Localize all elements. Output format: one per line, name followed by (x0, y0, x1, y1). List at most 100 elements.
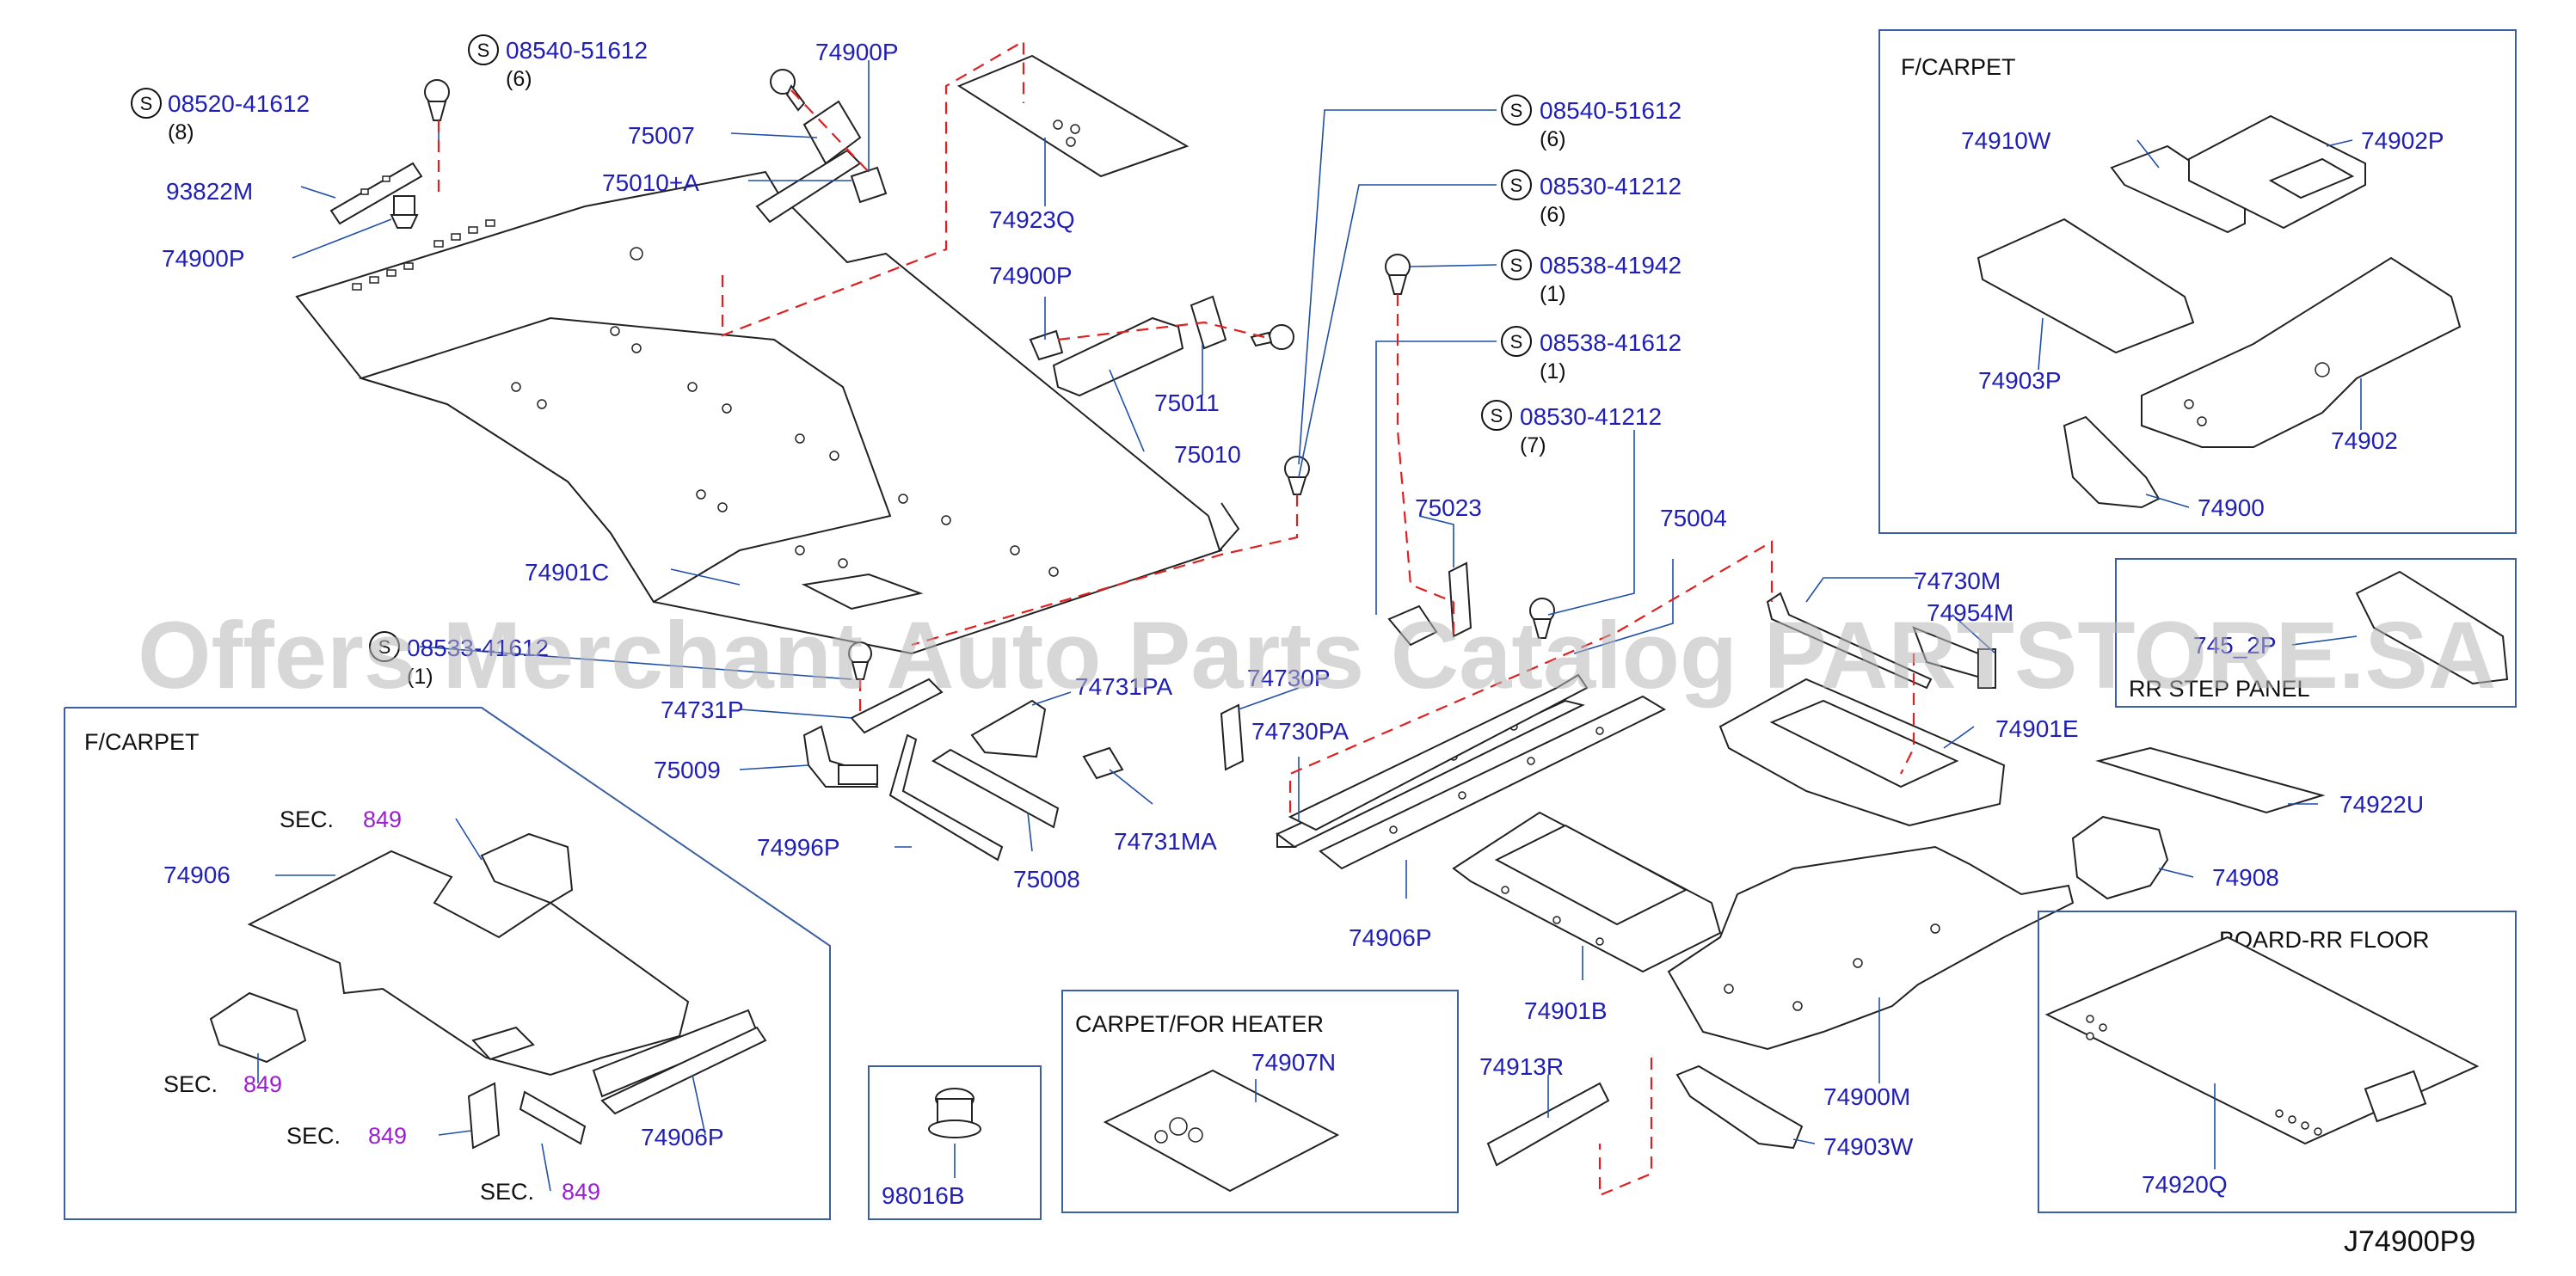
label-74900: 74900 (2198, 494, 2265, 521)
carpet-74900m[interactable] (1667, 845, 2075, 1051)
label-74900p-b: 74900P (162, 245, 245, 272)
insulator-74900[interactable] (2063, 415, 2161, 509)
screw-75023-top[interactable] (1385, 254, 1411, 295)
assembly-dash-lines (437, 40, 1915, 1197)
bracket-74731p[interactable] (850, 678, 944, 734)
sec-pad-a[interactable] (467, 1082, 501, 1150)
label-98016b: 98016B (882, 1182, 965, 1209)
screw-callout-6[interactable]: S 08538-41612 (1) (1501, 326, 1681, 383)
screw-callout-4[interactable]: S 08530-41212 (6) (1501, 169, 1681, 227)
label-75004: 75004 (1660, 505, 1727, 531)
screw-mid[interactable] (1284, 456, 1310, 495)
screw-callout-3[interactable]: S 08540-51612 (6) (1501, 95, 1681, 151)
board-74920q[interactable] (2044, 936, 2480, 1145)
sec-ref-4-num: 849 (562, 1179, 600, 1205)
rail-75004[interactable] (1288, 673, 1589, 831)
svg-text:(6): (6) (506, 67, 532, 91)
sec-pad-b[interactable] (519, 1090, 587, 1145)
pad-74923q[interactable] (956, 54, 1190, 178)
sill-74906p[interactable] (1319, 695, 1667, 870)
insulator-74903w[interactable] (1675, 1064, 1804, 1150)
label-93822m: 93822M (166, 178, 253, 205)
part-labels: 74900P 75007 75010+A 74923Q 93822M 74900… (162, 39, 2424, 1160)
carpet-74910w[interactable] (2110, 144, 2246, 234)
box-rr-step-panel: 745_2P RR STEP PANEL (2115, 558, 2517, 708)
svg-text:RR STEP PANEL: RR STEP PANEL (2129, 676, 2310, 702)
carpet-74903p[interactable] (1977, 218, 2195, 354)
bracket-74908[interactable] (2071, 815, 2169, 900)
label-745-2p: 745_2P (2193, 632, 2277, 659)
svg-text:F/CARPET: F/CARPET (84, 729, 200, 755)
sec-ref-1-num: 849 (363, 807, 402, 832)
sec-ref-2: SEC. (163, 1071, 218, 1097)
label-74901b: 74901B (1524, 997, 1608, 1024)
screw-callout-2[interactable]: S 08520-41612 (8) (131, 88, 310, 144)
label-74730p: 74730P (1247, 665, 1331, 691)
bracket-93822m[interactable] (329, 162, 423, 225)
pad-74922u[interactable] (2095, 746, 2326, 814)
label-74922u: 74922U (2339, 791, 2424, 818)
bracket-74996p[interactable] (888, 733, 1004, 862)
svg-text:(6): (6) (1540, 203, 1566, 227)
leader-lines (292, 60, 2318, 1144)
screw-callout-5[interactable]: S 08538-41942 (1) (1501, 249, 1681, 306)
bracket-75023[interactable] (1387, 561, 1472, 647)
label-74902p: 74902P (2361, 127, 2444, 154)
sec-block-top[interactable] (480, 832, 574, 905)
carpet-74902[interactable] (2141, 256, 2462, 448)
label-75023: 75023 (1415, 494, 1482, 521)
label-74901e: 74901E (1995, 715, 2079, 742)
clip-74900p-a[interactable] (390, 195, 419, 229)
screw-callout-1[interactable]: S 08540-51612 (6) (468, 34, 648, 91)
bracket-75008[interactable] (931, 748, 1060, 829)
clip-74900p-b[interactable] (850, 166, 888, 204)
screw-74731p[interactable] (848, 641, 872, 680)
carpet-74901e[interactable] (1718, 678, 2006, 827)
screw-75011[interactable] (1250, 324, 1294, 350)
screw-75004[interactable] (1529, 598, 1555, 639)
label-74907n: 74907N (1251, 1049, 1336, 1076)
step-panel[interactable] (2355, 570, 2509, 685)
svg-text:08540-51612: 08540-51612 (506, 37, 648, 64)
svg-text:(7): (7) (1520, 433, 1546, 457)
carpet-74901c[interactable] (295, 170, 1240, 655)
svg-text:BOARD-RR FLOOR: BOARD-RR FLOOR (2219, 927, 2430, 953)
sec-ref-3: SEC. (286, 1123, 341, 1149)
bracket-74730pa[interactable] (1220, 703, 1245, 771)
part-74954m[interactable] (1912, 626, 1996, 689)
carpet-74906[interactable] (247, 850, 759, 1098)
clip-74731ma[interactable] (1082, 746, 1124, 780)
svg-text:08530-41212: 08530-41212 (1520, 403, 1662, 430)
svg-text:(6): (6) (1540, 127, 1566, 151)
carpet-74902p[interactable] (2188, 114, 2366, 230)
pad-74913r[interactable] (1486, 1082, 1610, 1167)
bracket-75011[interactable] (1190, 295, 1227, 350)
clip-74900p-c[interactable] (1029, 329, 1064, 361)
screw-callout-8[interactable]: S 08533-41612 (1) (369, 631, 549, 689)
label-74903w: 74903W (1823, 1133, 1914, 1160)
sill-74906p-box[interactable] (600, 1026, 767, 1115)
label-74900p-c: 74900P (989, 262, 1073, 289)
screw-top-mid[interactable] (770, 69, 806, 112)
carpet-74730m[interactable] (1766, 592, 1933, 690)
bracket-74731pa[interactable] (970, 699, 1047, 758)
label-74920q: 74920Q (2142, 1171, 2228, 1198)
grommet-98016b[interactable] (928, 1088, 981, 1138)
svg-text:(1): (1) (1540, 282, 1566, 306)
screw-top-left[interactable] (424, 79, 450, 121)
label-74731ma: 74731MA (1114, 828, 1217, 855)
svg-text:S: S (140, 93, 153, 114)
bracket-75009[interactable] (802, 725, 879, 788)
pad-74907n[interactable] (1103, 1069, 1340, 1193)
rail-75010[interactable] (1052, 316, 1184, 397)
sec-block-left[interactable] (209, 991, 307, 1064)
carpet-74901b[interactable] (1452, 811, 1722, 973)
svg-text:08530-41212: 08530-41212 (1540, 173, 1681, 199)
label-75011: 75011 (1154, 390, 1220, 416)
svg-text:08520-41612: 08520-41612 (168, 90, 310, 117)
svg-text:(1): (1) (1540, 359, 1566, 383)
label-75009: 75009 (654, 757, 721, 783)
screw-callout-7[interactable]: S 08530-41212 (7) (1481, 400, 1662, 457)
svg-text:(8): (8) (168, 120, 194, 144)
